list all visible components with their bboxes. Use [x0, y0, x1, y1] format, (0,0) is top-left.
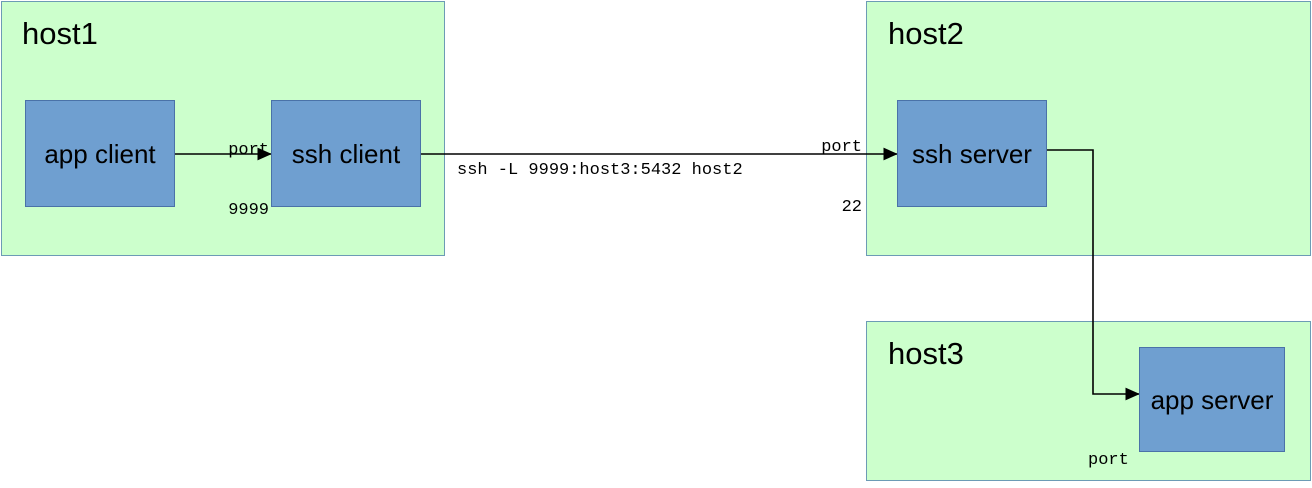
node-ssh-client-label: ssh client [291, 138, 401, 169]
port-label-22-line1: port [821, 138, 862, 157]
node-app-server[interactable]: app server [1139, 347, 1285, 452]
ssh-command-label: ssh -L 9999:host3:5432 host2 [457, 161, 743, 180]
node-app-client[interactable]: app client [25, 100, 175, 207]
host-label-host1: host1 [22, 16, 98, 51]
edge-ssh-server-to-app-server [1047, 149, 1140, 401]
host-label-host3: host3 [888, 336, 964, 371]
port-label-9999-line1: port [228, 141, 269, 160]
node-ssh-client[interactable]: ssh client [271, 100, 421, 207]
node-ssh-server[interactable]: ssh server [897, 100, 1047, 207]
host-label-host2: host2 [888, 16, 964, 51]
node-ssh-server-label: ssh server [912, 138, 1032, 169]
node-app-server-label: app server [1150, 384, 1274, 415]
port-label-5432-line1: port [1088, 451, 1129, 470]
port-label-22-line2: 22 [841, 198, 862, 217]
port-label-9999: port 9999 [189, 101, 269, 261]
port-label-5432: port 5432 [1088, 411, 1178, 488]
port-label-22: port 22 [780, 98, 862, 258]
port-label-9999-line2: 9999 [228, 201, 269, 220]
node-app-client-label: app client [44, 138, 156, 169]
